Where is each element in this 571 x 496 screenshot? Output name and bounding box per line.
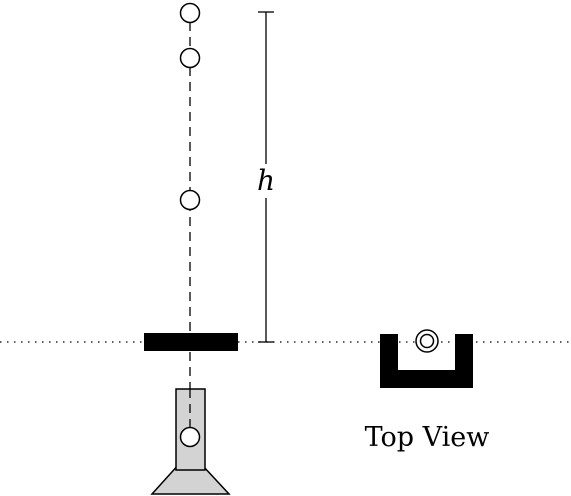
catcher-bar-side-view xyxy=(144,333,238,351)
top-view-label: Top View xyxy=(365,422,490,453)
ball-position-3 xyxy=(179,189,201,211)
ball-position-2 xyxy=(179,47,201,69)
height-dimension: h xyxy=(252,11,280,343)
launcher-base xyxy=(150,450,231,495)
ball-top-view-inner xyxy=(419,333,435,349)
launcher xyxy=(150,388,231,495)
catcher-top-view xyxy=(380,329,473,388)
height-label: h xyxy=(257,164,275,197)
ball-in-launcher xyxy=(179,426,201,448)
ball-position-1 xyxy=(179,2,201,24)
